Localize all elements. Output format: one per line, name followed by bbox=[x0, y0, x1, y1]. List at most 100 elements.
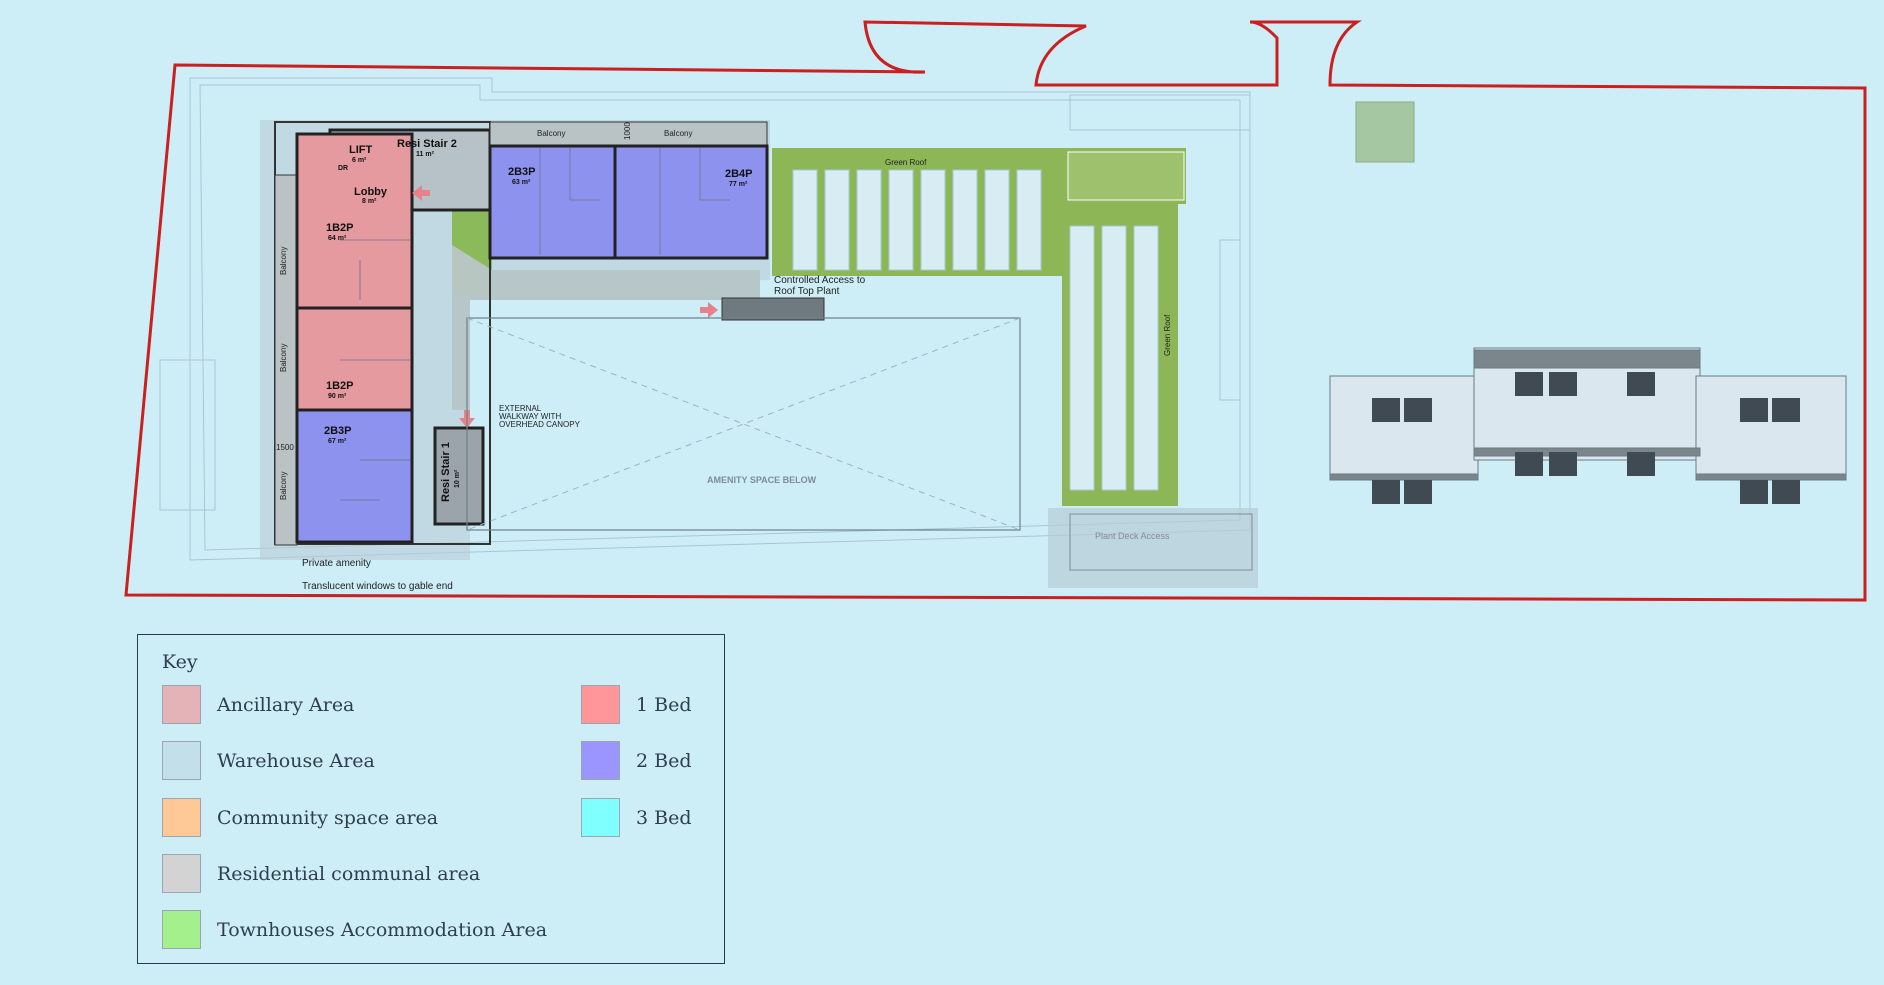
solar-panel bbox=[824, 169, 850, 271]
window bbox=[1372, 480, 1400, 504]
svg-text:77 m²: 77 m² bbox=[729, 181, 748, 188]
solar-panel bbox=[1016, 169, 1042, 271]
key-swatch bbox=[581, 741, 620, 780]
solar-panel bbox=[1069, 225, 1095, 491]
solar-panel bbox=[920, 169, 946, 271]
unit-label: 1B2P bbox=[326, 222, 354, 234]
key-item-2-bed: 2 Bed bbox=[581, 741, 692, 780]
green-roof-label: Green Roof bbox=[885, 158, 927, 167]
solar-panel bbox=[984, 169, 1010, 271]
translucent-windows-label: Translucent windows to gable end bbox=[302, 581, 453, 592]
plan-labels: LIFT 6 m² DR Resi Stair 2 11 m² Lobby 8 … bbox=[276, 122, 1172, 592]
solar-panel bbox=[1133, 225, 1159, 491]
svg-text:8 m²: 8 m² bbox=[362, 198, 377, 205]
svg-text:WALKWAY WITH: WALKWAY WITH bbox=[499, 412, 561, 421]
key-item-townhouses: Townhouses Accommodation Area bbox=[162, 910, 547, 949]
plant-deck-outline bbox=[1069, 513, 1253, 571]
key-item-3-bed: 3 Bed bbox=[581, 798, 692, 837]
key-swatch bbox=[162, 741, 201, 780]
unit-label: 2B4P bbox=[725, 168, 753, 180]
solar-panel bbox=[856, 169, 882, 271]
key-swatch bbox=[162, 854, 201, 893]
unit-label: 1B2P bbox=[326, 380, 354, 392]
window bbox=[1627, 452, 1655, 476]
key-label: 2 Bed bbox=[636, 749, 692, 772]
townhouse-elevation bbox=[1329, 347, 1847, 481]
window bbox=[1740, 398, 1768, 422]
stair2-label: Resi Stair 2 bbox=[397, 138, 457, 150]
svg-text:63 m²: 63 m² bbox=[512, 179, 531, 186]
context-outlines bbox=[159, 77, 1251, 561]
controlled-access-label: Controlled Access to bbox=[774, 275, 866, 286]
balcony-label: Balcony bbox=[537, 129, 565, 138]
window bbox=[1404, 398, 1432, 422]
svg-text:67 m²: 67 m² bbox=[328, 438, 347, 445]
key-label: Community space area bbox=[217, 806, 439, 829]
window bbox=[1372, 398, 1400, 422]
window bbox=[1772, 398, 1800, 422]
svg-text:64 m²: 64 m² bbox=[328, 235, 347, 242]
green-roof-label: Green Roof bbox=[1163, 314, 1172, 356]
window bbox=[1404, 480, 1432, 504]
key-item-community: Community space area bbox=[162, 798, 438, 837]
window bbox=[1549, 452, 1577, 476]
key-swatch bbox=[162, 910, 201, 949]
window bbox=[1515, 372, 1543, 396]
balcony-label: Balcony bbox=[279, 472, 288, 500]
site-plan-drawing: LIFT 6 m² DR Resi Stair 2 11 m² Lobby 8 … bbox=[124, 20, 1867, 602]
svg-text:OVERHEAD CANOPY: OVERHEAD CANOPY bbox=[499, 420, 581, 429]
key-label: Residential communal area bbox=[217, 862, 481, 885]
amenity-label: AMENITY SPACE BELOW bbox=[707, 475, 817, 485]
key-item-1-bed: 1 Bed bbox=[581, 685, 692, 724]
key-swatch bbox=[581, 798, 620, 837]
internal-partitions bbox=[340, 148, 730, 501]
svg-text:10 m²: 10 m² bbox=[454, 469, 461, 488]
window bbox=[1627, 372, 1655, 396]
unit-label: 2B3P bbox=[508, 166, 536, 178]
lift-label: LIFT bbox=[349, 144, 372, 156]
svg-text:DR: DR bbox=[338, 165, 348, 172]
site-boundary bbox=[124, 20, 1867, 602]
window bbox=[1772, 480, 1800, 504]
walkway-label: EXTERNAL bbox=[499, 404, 542, 413]
key-item-warehouse: Warehouse Area bbox=[162, 741, 375, 780]
lobby-label: Lobby bbox=[354, 186, 388, 198]
svg-text:1000: 1000 bbox=[623, 122, 632, 140]
solar-panel bbox=[952, 169, 978, 271]
key-title: Key bbox=[162, 651, 198, 673]
window bbox=[1740, 480, 1768, 504]
key-label: 3 Bed bbox=[636, 806, 692, 829]
key-label: Ancillary Area bbox=[217, 693, 355, 716]
svg-text:90 m²: 90 m² bbox=[328, 393, 347, 400]
solar-panel bbox=[1101, 225, 1127, 491]
plant-deck bbox=[1048, 508, 1258, 588]
key-item-residential-communal: Residential communal area bbox=[162, 854, 480, 893]
key-label: Townhouses Accommodation Area bbox=[217, 918, 548, 941]
building bbox=[274, 121, 825, 546]
key-swatch bbox=[162, 798, 201, 837]
balcony-label: Balcony bbox=[279, 344, 288, 372]
solar-panel bbox=[792, 169, 818, 271]
key-swatch bbox=[581, 685, 620, 724]
external-walkway bbox=[452, 270, 760, 410]
solar-panel bbox=[888, 169, 914, 271]
balcony-label: Balcony bbox=[279, 247, 288, 275]
plant-deck-label: Plant Deck Access bbox=[1095, 531, 1170, 541]
balcony-label: Balcony bbox=[664, 129, 692, 138]
amenity-courtyard-outline bbox=[466, 317, 1021, 531]
solar-panels bbox=[792, 169, 1159, 491]
elevation-windows bbox=[1372, 372, 1800, 504]
key-swatch bbox=[162, 685, 201, 724]
svg-text:Roof Top Plant: Roof Top Plant bbox=[774, 286, 840, 297]
unit-label: 2B3P bbox=[324, 425, 352, 437]
window bbox=[1549, 372, 1577, 396]
key-legend: Key Ancillary Area Warehouse Area Commun… bbox=[137, 634, 725, 964]
small-square bbox=[1355, 101, 1415, 163]
key-label: Warehouse Area bbox=[217, 749, 375, 772]
stair1-label: Resi Stair 1 bbox=[440, 442, 452, 502]
key-label: 1 Bed bbox=[636, 693, 692, 716]
private-amenity-label: Private amenity bbox=[302, 558, 371, 569]
svg-text:11 m²: 11 m² bbox=[416, 151, 435, 158]
svg-text:1500: 1500 bbox=[276, 443, 294, 452]
key-item-ancillary: Ancillary Area bbox=[162, 685, 354, 724]
